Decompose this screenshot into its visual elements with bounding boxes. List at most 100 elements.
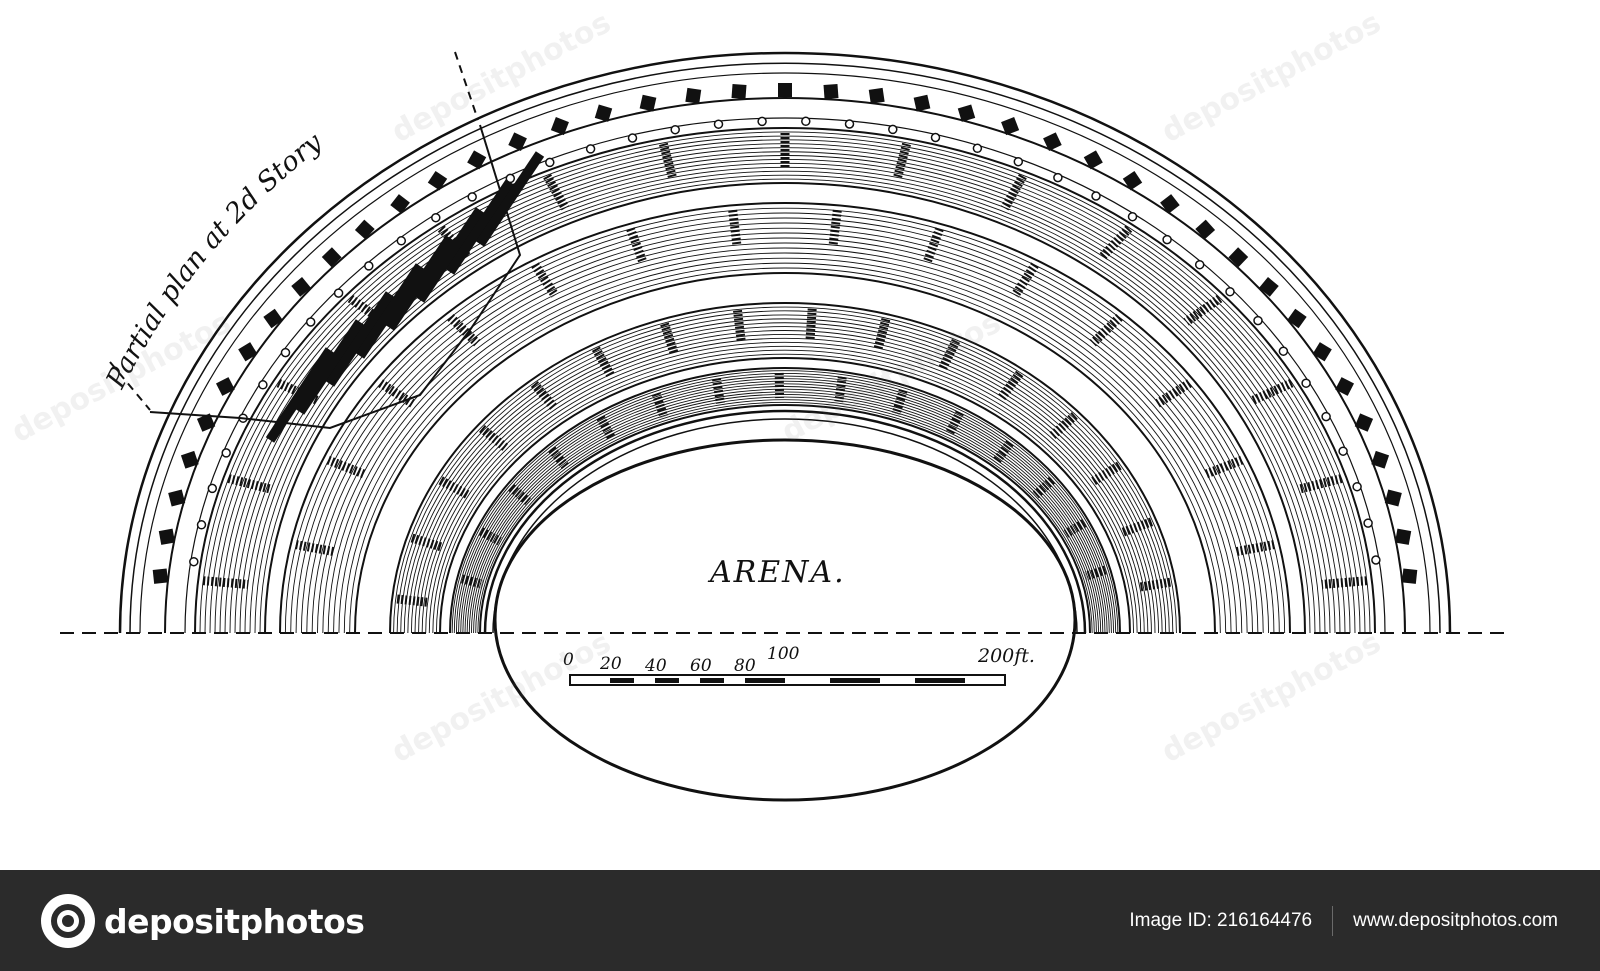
seating-tier-line <box>460 380 1110 634</box>
vomitorium-passage <box>347 294 387 326</box>
seating-tier-line <box>425 341 1145 634</box>
seating-tier-line <box>349 267 1221 634</box>
outer-pier <box>1259 277 1279 297</box>
seating-tier-line <box>400 314 1170 634</box>
seating-tier-line <box>458 378 1112 634</box>
scale-bar: 0 20 40 60 80 100 200ft. <box>563 644 1035 686</box>
second-story-wall <box>415 207 485 303</box>
column-circle <box>431 212 441 223</box>
seating-tier-line <box>327 247 1243 634</box>
vomitorium-passage <box>998 370 1024 401</box>
column-circle <box>467 192 477 202</box>
logo-wordmark: depositphotos <box>104 901 365 941</box>
column-circle <box>1053 172 1063 183</box>
seating-tier-line <box>279 202 1291 634</box>
vomitorium-passage <box>202 576 249 589</box>
outer-pier <box>427 170 448 191</box>
outer-pier <box>1394 528 1412 545</box>
vomitorium-passage <box>805 308 817 340</box>
seating-tier-line <box>451 370 1119 634</box>
seating-tier-line <box>214 143 1356 634</box>
outer-pier <box>685 87 702 104</box>
column-circle <box>670 124 680 135</box>
seating-tier-line <box>194 127 1376 634</box>
outer-pier <box>263 308 283 329</box>
seating-tier-line <box>209 139 1361 634</box>
outer-pier <box>1043 132 1062 152</box>
arena-oval <box>493 438 1077 802</box>
scale-tick-200: 200ft. <box>977 645 1035 667</box>
seating-tier-line <box>389 302 1181 634</box>
seating-tier-line <box>455 375 1115 634</box>
section-cut-line <box>454 51 479 121</box>
amphitheater-plan-drawing: ARENA. Partial plan at 2d Story 0 20 40 … <box>60 51 1510 802</box>
outer-pier <box>196 413 216 432</box>
scale-tick-100: 100 <box>767 644 800 664</box>
seating-tier-line <box>199 131 1371 634</box>
seating-tier-line <box>259 178 1311 634</box>
second-story-wall <box>325 291 395 387</box>
column-circle <box>221 448 231 458</box>
podium-wall <box>483 409 1087 634</box>
vomitorium-passage <box>410 533 443 552</box>
column-circle <box>1278 346 1289 356</box>
second-story-wall <box>295 319 365 415</box>
site-url-link[interactable]: www.depositphotos.com <box>1353 910 1558 931</box>
outer-pier <box>550 117 569 136</box>
vomitorium-passage <box>659 142 678 180</box>
outer-pier <box>180 450 199 469</box>
column-circle <box>545 157 555 168</box>
outer-wall-ring <box>129 62 1441 634</box>
outer-piers <box>152 83 1418 584</box>
vomitorium-passage <box>1321 576 1368 589</box>
second-story-wall <box>445 179 515 275</box>
column-circle <box>627 133 638 143</box>
scale-tick-0: 0 <box>563 650 574 670</box>
outer-pier <box>215 377 235 396</box>
column-circle <box>801 116 811 127</box>
outer-pier <box>594 104 613 122</box>
scale-tick-40: 40 <box>644 656 667 676</box>
column-circle <box>1363 518 1373 528</box>
outer-pier <box>1354 413 1374 432</box>
outer-pier <box>957 104 976 122</box>
vomitorium-passage <box>530 381 558 410</box>
amphitheater-plan-svg: ARENA. Partial plan at 2d Story 0 20 40 … <box>60 51 1510 802</box>
vomitorium-passage <box>660 322 679 354</box>
seating-tier-line <box>311 232 1259 634</box>
vomitorium-passage <box>1091 461 1122 485</box>
vomitorium-passage <box>591 346 615 378</box>
column-circle <box>585 144 596 154</box>
seating-tier-line <box>244 166 1326 634</box>
second-story-wall <box>475 151 545 247</box>
vomitorium-passage <box>1121 517 1154 537</box>
scale-tick-20: 20 <box>599 654 622 674</box>
vomitorium-passage <box>873 317 891 350</box>
outer-pier <box>1401 568 1418 584</box>
scale-bar-frame <box>569 674 1006 686</box>
column-circle <box>333 288 344 298</box>
vomitorium-passage <box>295 540 336 557</box>
vomitorium-passage <box>326 455 367 479</box>
vomitorium-passage <box>543 173 570 211</box>
column-circle <box>196 520 207 530</box>
column-circle <box>1253 315 1263 326</box>
seating-tier-line <box>439 357 1131 634</box>
section-cut-line-lower <box>109 361 151 411</box>
seating-tier-line <box>295 217 1275 634</box>
column-circle <box>1301 378 1311 388</box>
vomitorium-passage <box>1234 540 1275 557</box>
seating-tier-line <box>354 272 1216 634</box>
vomitorium-passage <box>479 425 509 451</box>
column-circle <box>757 116 767 127</box>
podium-wall <box>492 418 1078 634</box>
seating-tier-line <box>473 396 1097 634</box>
depositphotos-logo[interactable]: depositphotos <box>40 892 365 950</box>
outer-wall-ring <box>139 72 1431 634</box>
outer-pier <box>1335 377 1355 396</box>
vomitorium-passage <box>711 377 725 404</box>
camera-aperture-icon <box>41 894 95 948</box>
outer-pier <box>1001 117 1020 136</box>
vomitorium-passage <box>651 392 669 419</box>
column-circle <box>844 119 855 129</box>
